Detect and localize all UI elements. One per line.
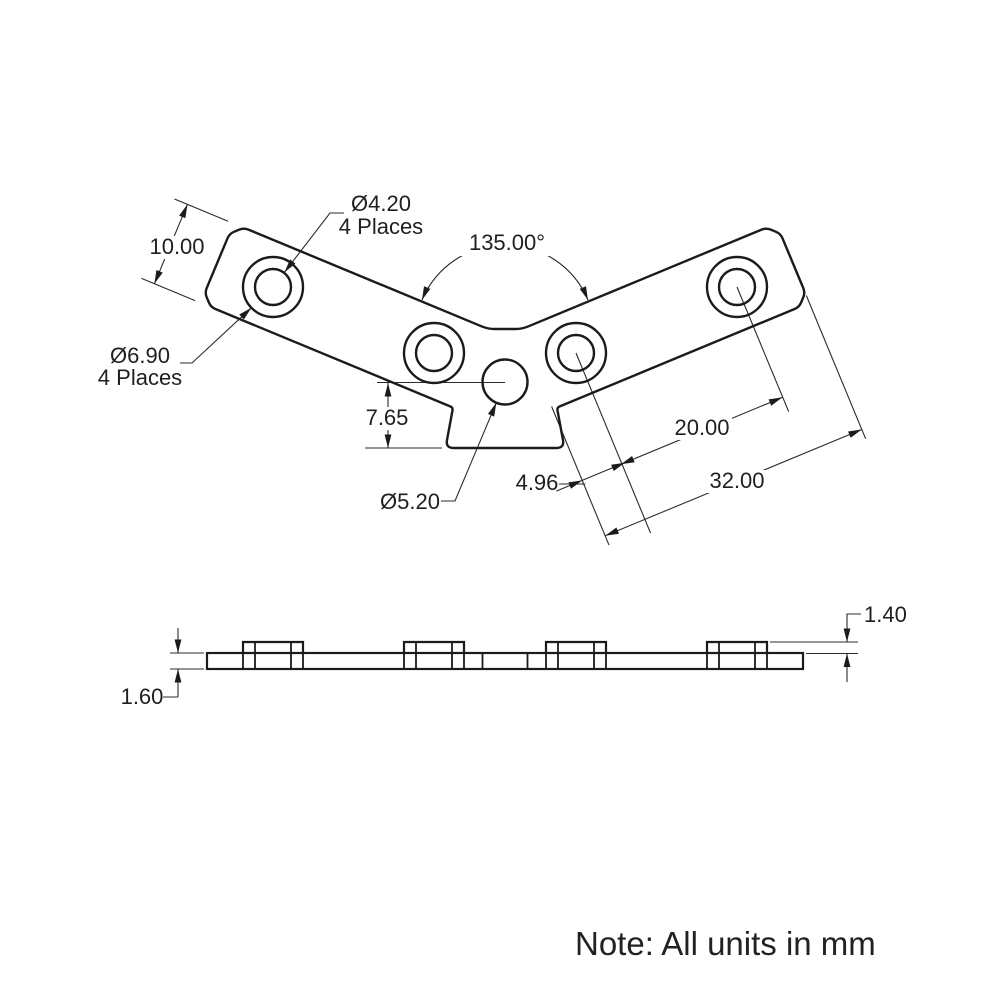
center-hole-circle	[481, 358, 529, 406]
dim-hole-offset-lines	[556, 463, 623, 492]
dimension-arrowhead	[179, 204, 188, 219]
dimension-arrowhead	[154, 270, 163, 284]
dimension-arrowhead	[174, 639, 182, 653]
cbore-circle-3	[544, 321, 608, 385]
cbore-circle-1	[241, 255, 305, 319]
cbore-dia-label: Ø6.90	[110, 343, 170, 368]
dimension-arrowhead	[620, 455, 635, 465]
leader-cbore	[180, 307, 252, 364]
mask-tab-depth	[363, 407, 412, 430]
plate-profile	[205, 651, 805, 671]
dimension-arrowhead	[611, 462, 625, 472]
dimension-arrowhead	[843, 628, 851, 642]
counterbored-holes	[241, 255, 769, 385]
angle-label: 135.00°	[469, 230, 545, 255]
side-view	[205, 640, 805, 671]
hole-circle-4	[717, 267, 757, 307]
mask-arm-width	[150, 236, 204, 259]
small-hole-dia-label: Ø4.20	[351, 191, 411, 216]
dimension-arrowhead	[848, 429, 862, 438]
boss-profiles	[241, 640, 769, 653]
hole-circle-3	[556, 333, 596, 373]
dimension-arrowhead	[422, 286, 431, 300]
dimension-arrowhead	[384, 434, 392, 448]
mask-overall	[707, 470, 767, 493]
top-view	[204, 227, 806, 450]
plate-thickness-label: 1.60	[121, 684, 164, 709]
dimension-arrowhead	[579, 286, 588, 300]
dimension-arrowhead	[605, 527, 619, 536]
tab-depth-label: 7.65	[366, 405, 409, 430]
small-hole-places-label: 4 Places	[339, 214, 423, 239]
dimension-arrowhead	[487, 402, 497, 417]
units-note: Note: All units in mm	[575, 925, 876, 962]
extension-lines-right-arm	[551, 286, 867, 546]
mask-hole-spacing	[672, 417, 732, 440]
arm-width-label: 10.00	[149, 234, 204, 259]
cbore-circle-2	[402, 321, 466, 385]
text-masks	[150, 230, 767, 493]
dim-plate-thickness-lines	[163, 628, 204, 698]
cbore-circle-4	[705, 255, 769, 319]
dimension-arrowhead	[568, 480, 583, 489]
dimension-arrowhead	[843, 653, 851, 667]
dimension-arrowhead	[384, 383, 392, 397]
hole-circle-2	[414, 333, 454, 373]
dimension-labels: 10.00 Ø4.20 4 Places Ø6.90 4 Places 135.…	[98, 191, 907, 709]
dimension-arrowhead	[174, 669, 182, 683]
hole-circle-1	[253, 267, 293, 307]
dimension-arrowhead	[768, 397, 783, 406]
part-outline	[204, 227, 806, 450]
hole-edge-lines	[242, 642, 768, 669]
dim-boss-height-lines	[770, 613, 861, 682]
boss-height-label: 1.40	[864, 602, 907, 627]
overall-length-label: 32.00	[709, 468, 764, 493]
cbore-places-label: 4 Places	[98, 365, 182, 390]
dimension-arrowhead	[239, 307, 252, 320]
mask-angle	[459, 230, 555, 256]
arrowheads	[154, 204, 862, 683]
dimension-arrowhead	[284, 259, 296, 273]
leader-small-hole	[284, 212, 344, 273]
hole-spacing-label: 20.00	[674, 415, 729, 440]
center-hole-dia-label: Ø5.20	[380, 489, 440, 514]
leader-center-hole	[441, 402, 497, 502]
hole-offset-label: 4.96	[516, 470, 559, 495]
